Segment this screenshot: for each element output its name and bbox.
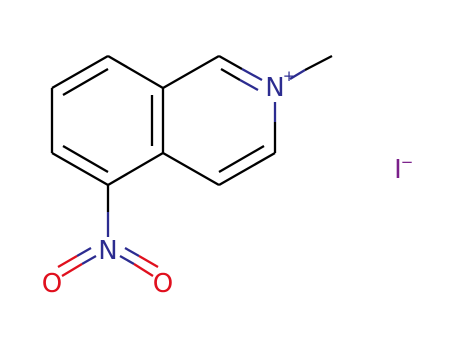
- iodide-counterion-charge: −: [401, 153, 414, 171]
- bond-c3-c4: [218, 152, 276, 186]
- bond-n2-methyl-black: [304, 54, 333, 72]
- bond-nitro-o-right-red: [133, 263, 154, 277]
- bond-c8-c7: [51, 55, 109, 89]
- ring-nitrogen-label: N: [265, 73, 284, 103]
- bond-c6-c5-inner: [62, 145, 109, 173]
- bond-nitro-o-left-red: [61, 263, 83, 277]
- iodide-counterion-label: I: [394, 155, 402, 185]
- bond-nitro-o-right-red-2: [138, 255, 159, 268]
- benzo-ring-bonds: [50, 55, 165, 186]
- ring-nitrogen-charge: +: [283, 67, 296, 85]
- bond-nitro-o-left-red-2: [57, 255, 78, 268]
- bond-c3-c4-inner: [218, 145, 265, 173]
- bond-nitro-o-right-blue: [119, 255, 135, 265]
- bond-c1-n2-inner-b: [239, 78, 259, 92]
- bond-nitro-o-left-blue-2: [76, 247, 92, 257]
- nitro-nitrogen-label: N: [98, 236, 117, 266]
- bond-c6-c5: [51, 152, 109, 186]
- bond-n2-methyl-blue: [289, 69, 306, 80]
- nitro-group-bonds: [57, 185, 159, 277]
- bond-c1-n2-outer-b: [241, 67, 263, 82]
- pyridinium-ring-bonds: [162, 54, 333, 186]
- nitro-oxygen-right-label: O: [153, 269, 173, 299]
- bond-c4-c4a: [162, 152, 220, 186]
- bond-nitro-o-right-blue-2: [124, 247, 140, 257]
- bond-c8-c8a: [107, 55, 164, 89]
- bond-c8a-c1: [162, 55, 220, 89]
- bond-c1-n2-inner-a: [220, 68, 241, 81]
- bond-c8-c7-inner: [62, 68, 109, 96]
- bond-nitro-o-left-blue: [81, 255, 97, 265]
- bond-c1-n2-outer-a: [218, 54, 243, 71]
- bond-c5-c4a: [107, 152, 164, 186]
- nitro-oxygen-left-label: O: [42, 269, 62, 299]
